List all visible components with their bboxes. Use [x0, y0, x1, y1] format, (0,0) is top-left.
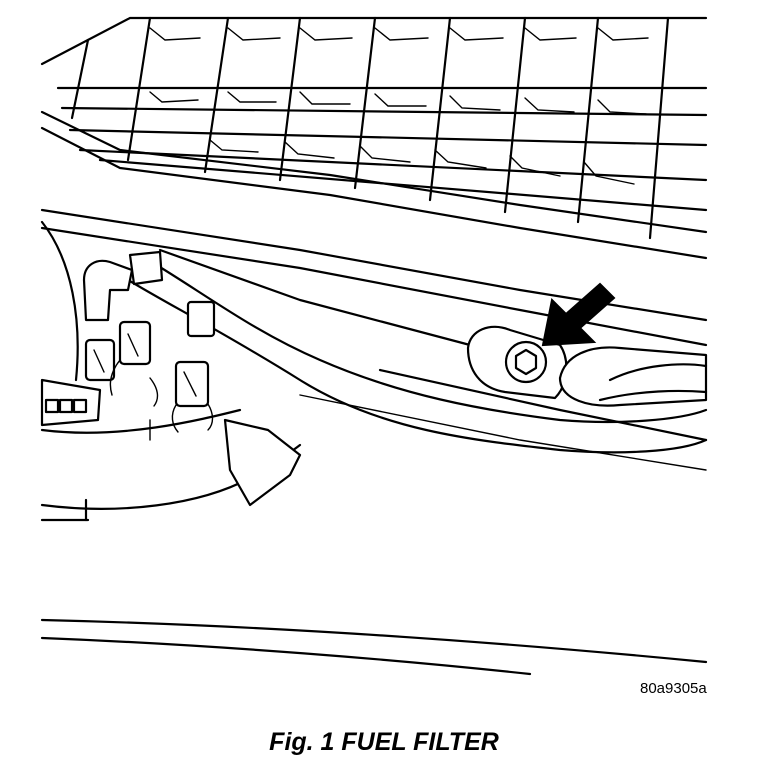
figure-reference-code: 80a9305a [640, 680, 707, 697]
callout-arrow [541, 282, 616, 347]
frame-rail [40, 208, 708, 471]
quick-connect-fittings [84, 300, 216, 433]
figure-caption: Fig. 1 FUEL FILTER [269, 728, 499, 756]
floor-lines [40, 618, 708, 676]
fuel-pump-module [40, 220, 302, 522]
filter-bolt-icon [514, 348, 538, 376]
fuel-filter [466, 325, 708, 407]
fuel-filter-illustration [40, 16, 708, 676]
grille-panel [40, 16, 708, 260]
